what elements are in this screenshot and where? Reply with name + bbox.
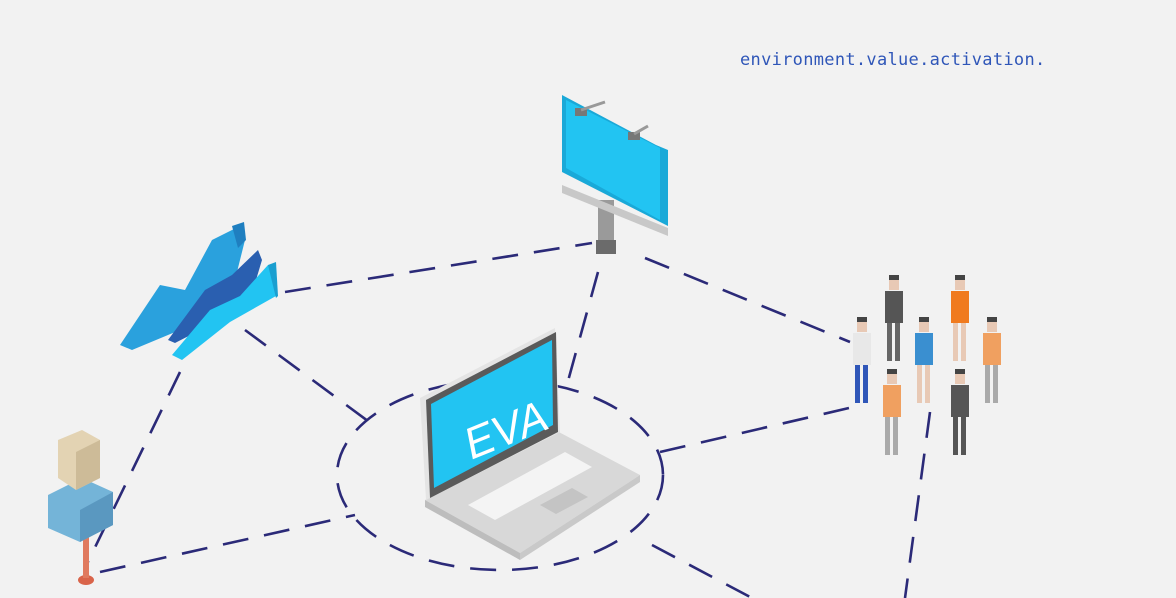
keyboard [468,452,592,520]
person-figure [853,317,871,403]
line-billboard-people [644,256,851,344]
pin-figure [48,430,113,585]
line-laptop-offscreen [651,543,753,598]
line-chart-billboard [284,241,593,294]
line-people-offscreen [903,411,932,598]
person-figure [983,317,1001,403]
billboard [562,95,668,254]
person-figure [915,317,933,403]
chart-graphic [120,222,278,360]
trackpad [540,488,588,514]
line-billboard-laptop [563,271,600,393]
laptop: EVA [420,328,640,560]
person-figure [951,369,969,455]
line-laptop-people [659,403,863,454]
line-chart-pin [83,371,182,569]
tagline: environment.value.activation. [740,50,1046,70]
connection-lines [83,241,932,598]
people-group [853,275,1001,455]
laptop-orbit [335,378,665,572]
person-figure [883,369,901,455]
line-pin-laptop [99,513,356,574]
line-chart-laptop [244,328,381,432]
person-figure [951,275,969,361]
person-figure [885,275,903,361]
